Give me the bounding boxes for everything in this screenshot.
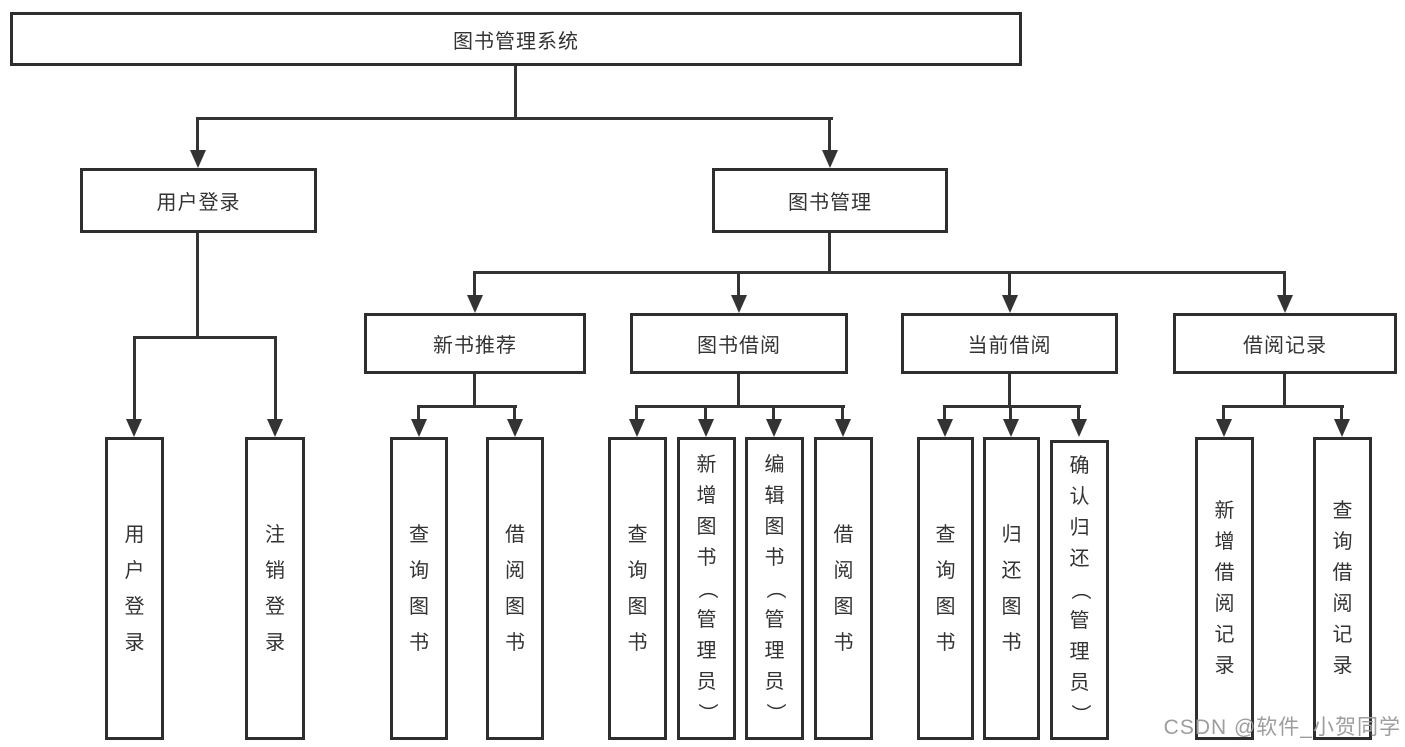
node-label: 新书推荐 xyxy=(433,335,517,357)
connector-group-horizontal xyxy=(1222,405,1344,408)
connector-to-group xyxy=(473,271,476,297)
connector-to-book-management xyxy=(828,117,831,153)
node-label: 借阅记录 xyxy=(1243,335,1327,357)
node-borrowing-records: 借阅记录 xyxy=(1173,313,1397,374)
connector-to-leaf xyxy=(274,336,277,421)
node-new-book-recommendation: 新书推荐 xyxy=(364,313,586,374)
connector-group-horizontal xyxy=(943,405,1081,408)
arrow-down-icon xyxy=(1216,419,1232,437)
connector-to-leaf xyxy=(417,405,420,421)
connector-to-group xyxy=(737,271,740,297)
connector-user-login-stem xyxy=(196,233,199,338)
leaf-return-books: 归还图书 xyxy=(983,437,1040,740)
leaf-user-login: 用户登录 xyxy=(105,437,164,740)
connector-user-login-horizontal xyxy=(133,336,277,339)
arrow-down-icon xyxy=(629,419,645,437)
connector-to-leaf xyxy=(1340,405,1343,421)
arrow-down-icon xyxy=(1003,419,1019,437)
arrow-down-icon xyxy=(1071,419,1087,437)
arrow-down-icon xyxy=(190,150,206,168)
connector-to-leaf xyxy=(1077,405,1080,421)
connector-to-group xyxy=(1283,271,1286,297)
node-user-login: 用户登录 xyxy=(80,168,317,233)
connector-to-leaf xyxy=(1009,405,1012,421)
arrow-down-icon xyxy=(411,419,427,437)
connector-to-leaf xyxy=(133,336,136,421)
arrow-down-icon xyxy=(822,150,838,168)
connector-to-user-login xyxy=(196,117,199,153)
arrow-down-icon xyxy=(1334,419,1350,437)
arrow-down-icon xyxy=(698,419,714,437)
leaf-borrow-books: 借阅图书 xyxy=(814,437,873,740)
leaf-query-books: 查询图书 xyxy=(608,437,667,740)
connector-to-leaf xyxy=(704,405,707,421)
arrow-down-icon xyxy=(766,419,782,437)
connector-group-stem xyxy=(1283,373,1286,408)
connector-root-stem xyxy=(514,65,517,119)
leaf-add-book-admin: 新增图书（管理员） xyxy=(677,437,736,740)
connector-to-group xyxy=(1008,271,1011,297)
connector-to-leaf xyxy=(943,405,946,421)
connector-to-leaf xyxy=(635,405,638,421)
connector-to-leaf xyxy=(841,405,844,421)
connector-group-stem xyxy=(473,373,476,408)
arrow-down-icon xyxy=(467,295,483,313)
connector-group-stem xyxy=(1008,373,1011,408)
leaf-add-borrowing-record: 新增借阅记录 xyxy=(1195,437,1254,740)
leaf-confirm-return-admin: 确认归还（管理员） xyxy=(1050,440,1109,740)
node-current-borrowing: 当前借阅 xyxy=(901,313,1118,374)
arrow-down-icon xyxy=(937,419,953,437)
node-label: 图书管理 xyxy=(788,192,872,214)
connector-book-management-stem xyxy=(828,233,831,273)
arrow-down-icon xyxy=(507,419,523,437)
node-label: 当前借阅 xyxy=(967,335,1052,357)
watermark-csdn: CSDN @软件_小贺同学 xyxy=(1163,716,1401,739)
leaf-logout: 注销登录 xyxy=(245,437,305,740)
arrow-down-icon xyxy=(835,419,851,437)
connector-to-leaf xyxy=(513,405,516,421)
leaf-edit-book-admin: 编辑图书（管理员） xyxy=(745,437,804,740)
arrow-down-icon xyxy=(731,295,747,313)
node-book-borrowing: 图书借阅 xyxy=(630,313,848,374)
leaf-query-books: 查询图书 xyxy=(390,437,448,740)
arrow-down-icon xyxy=(1277,295,1293,313)
leaf-borrow-books: 借阅图书 xyxy=(486,437,544,740)
leaf-query-books: 查询图书 xyxy=(917,437,974,740)
leaf-query-borrowing-record: 查询借阅记录 xyxy=(1313,437,1372,740)
node-label: 图书借阅 xyxy=(697,335,781,357)
connector-group-horizontal xyxy=(635,405,845,408)
node-book-management: 图书管理 xyxy=(712,168,948,233)
connector-group-horizontal xyxy=(417,405,517,408)
arrow-down-icon xyxy=(126,419,142,437)
arrow-down-icon xyxy=(267,419,283,437)
node-label: 图书管理系统 xyxy=(453,30,579,53)
arrow-down-icon xyxy=(1002,295,1018,313)
connector-to-leaf xyxy=(772,405,775,421)
node-label: 用户登录 xyxy=(156,192,241,214)
connector-level3-horizontal xyxy=(473,271,1286,274)
node-library-management-system: 图书管理系统 xyxy=(10,12,1022,66)
connector-level2-horizontal xyxy=(197,117,833,120)
connector-to-leaf xyxy=(1222,405,1225,421)
connector-group-stem xyxy=(737,373,740,408)
